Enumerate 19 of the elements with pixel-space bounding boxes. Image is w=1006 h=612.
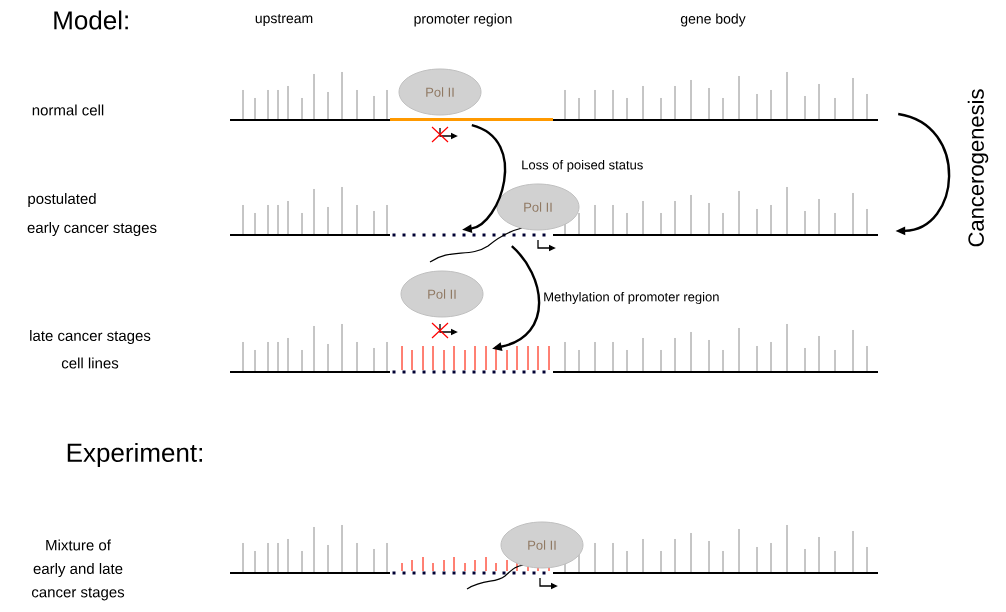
section-heading: Model: xyxy=(54,10,128,30)
dna-strand xyxy=(230,118,878,121)
row-label: cancer stages xyxy=(31,587,125,601)
section-heading: Experiment: xyxy=(67,442,202,468)
column-heading: gene body xyxy=(680,13,746,27)
column-heading: upstream xyxy=(255,14,313,26)
row-label: normal cell xyxy=(32,104,104,116)
row-label: early and late xyxy=(33,563,123,577)
row-label: early cancer stages xyxy=(27,222,157,236)
row-label: late cancer stages xyxy=(30,330,151,344)
dna-strand xyxy=(230,571,878,575)
edge-label: Methylation of promoter region xyxy=(542,290,721,306)
edge-label: Loss of poised status xyxy=(520,158,645,174)
dna-strand xyxy=(230,370,878,374)
column-heading: promoter region xyxy=(414,13,512,27)
edge-label: Cancerogenesis xyxy=(966,87,990,249)
row-label: postulated xyxy=(28,193,96,207)
row-label: cell lines xyxy=(61,357,119,369)
row-label: Mixture of xyxy=(46,539,111,551)
